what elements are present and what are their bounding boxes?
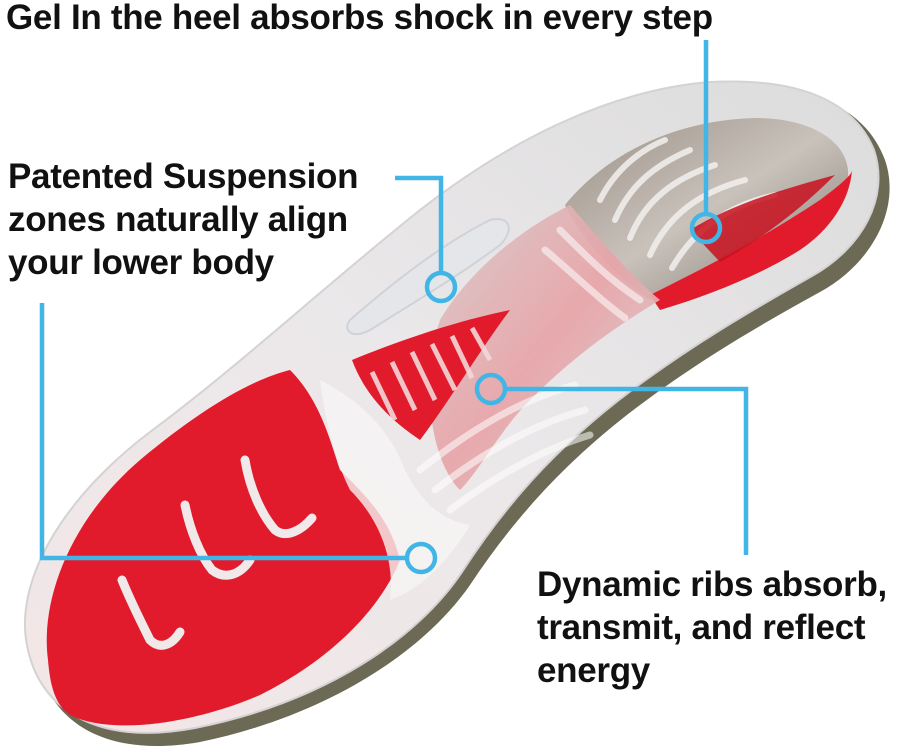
suspension-callout-line [395, 175, 444, 272]
suspension-callout-marker [424, 270, 458, 304]
suspension-zones-callout-text: Patented Suspension zones naturally alig… [8, 155, 359, 284]
heel-gel-callout-line-1: Gel In the heel absorbs shock in every s… [6, 0, 713, 37]
forefoot-callout-marker [404, 541, 438, 575]
ribs-callout-line-2: transmit, and reflect [537, 608, 866, 647]
heel-gel-callout-marker [689, 211, 723, 245]
suspension-callout-line-3: your lower body [8, 243, 274, 282]
heel-red-wedge-inner [690, 175, 835, 262]
arch-support [429, 205, 660, 490]
metatarsal-gel-ridge [320, 380, 470, 600]
callout-lines [39, 40, 749, 575]
arch-ribs [416, 226, 644, 514]
heel-gel-callout-text: Gel In the heel absorbs shock in every s… [6, 0, 713, 39]
ribs-callout-line-3: energy [537, 651, 650, 690]
suspension-callout-line-2: zones naturally align [8, 200, 348, 239]
ribs-callout-marker [474, 372, 508, 406]
suspension-callout-line-1: Patented Suspension [8, 157, 359, 196]
dynamic-ribs-callout-text: Dynamic ribs absorb, transmit, and refle… [537, 563, 887, 692]
forefoot-callout-line [39, 303, 407, 561]
ribs-callout-line-1: Dynamic ribs absorb, [537, 565, 887, 604]
dynamic-ribs [352, 310, 510, 440]
suspension-zone-pad [346, 218, 510, 336]
ribs-callout-line [506, 386, 749, 555]
forefoot-cutouts [117, 455, 317, 650]
heel-red-wedge [650, 170, 852, 310]
forefoot-red-pad [46, 370, 400, 726]
